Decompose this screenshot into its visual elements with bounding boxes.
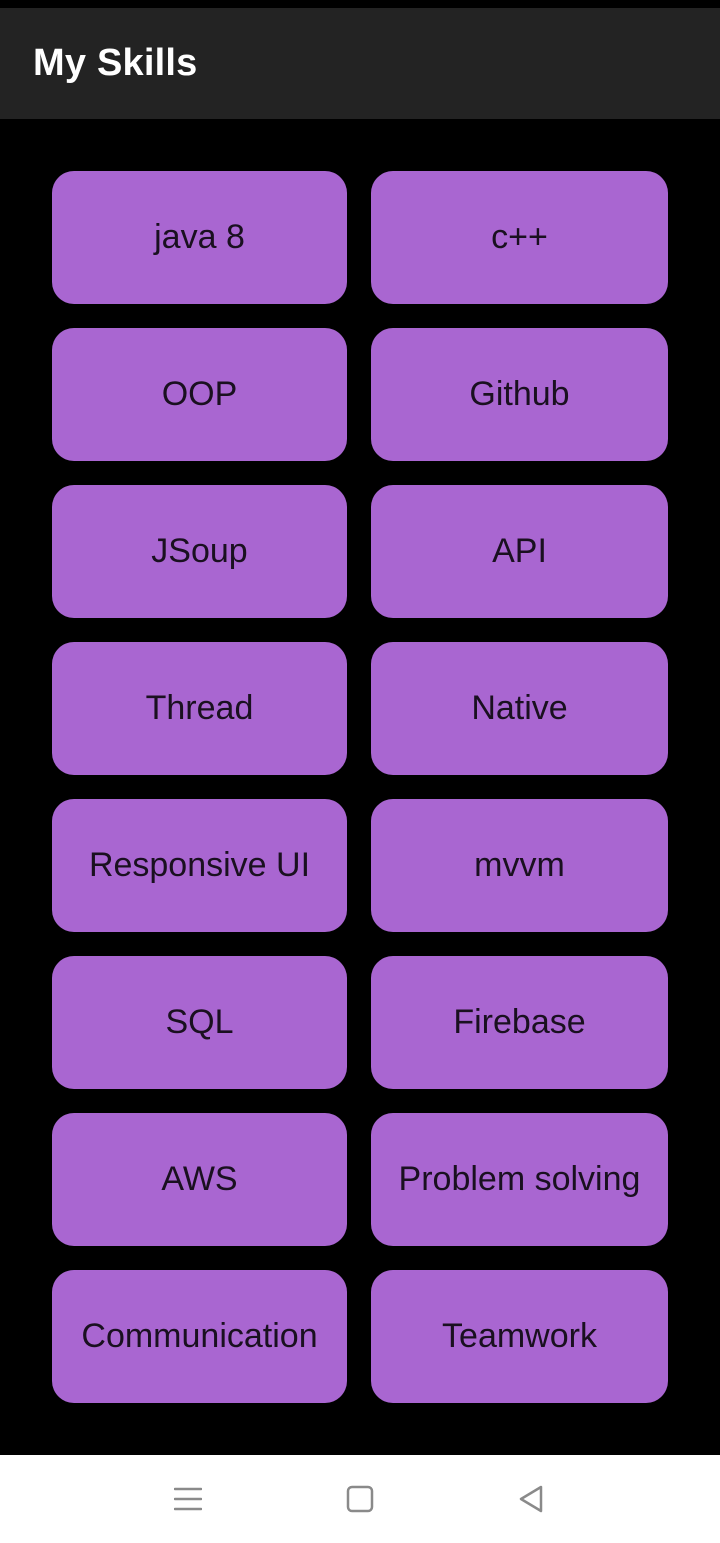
skill-button-api[interactable]: API [371,485,668,618]
menu-icon[interactable] [168,1479,208,1519]
skills-content: java 8 c++ OOP Github JSoup API Thread N… [0,119,720,1455]
skill-button-sql[interactable]: SQL [52,956,347,1089]
home-square-icon[interactable] [340,1479,380,1519]
skill-button-java-8[interactable]: java 8 [52,171,347,304]
page-title: My Skills [33,42,198,84]
skill-button-teamwork[interactable]: Teamwork [371,1270,668,1403]
status-bar [0,0,720,8]
skill-button-cpp[interactable]: c++ [371,171,668,304]
skill-button-native[interactable]: Native [371,642,668,775]
skill-button-jsoup[interactable]: JSoup [52,485,347,618]
skill-button-responsive-ui[interactable]: Responsive UI [52,799,347,932]
skill-button-oop[interactable]: OOP [52,328,347,461]
skill-button-thread[interactable]: Thread [52,642,347,775]
skill-button-mvvm[interactable]: mvvm [371,799,668,932]
back-triangle-icon[interactable] [511,1479,551,1519]
skill-button-github[interactable]: Github [371,328,668,461]
system-navigation-bar [0,1455,720,1543]
skill-button-aws[interactable]: AWS [52,1113,347,1246]
skill-button-firebase[interactable]: Firebase [371,956,668,1089]
skill-button-communication[interactable]: Communication [52,1270,347,1403]
skill-button-problem-solving[interactable]: Problem solving [371,1113,668,1246]
app-bar: My Skills [0,8,720,119]
skills-grid: java 8 c++ OOP Github JSoup API Thread N… [52,171,668,1403]
